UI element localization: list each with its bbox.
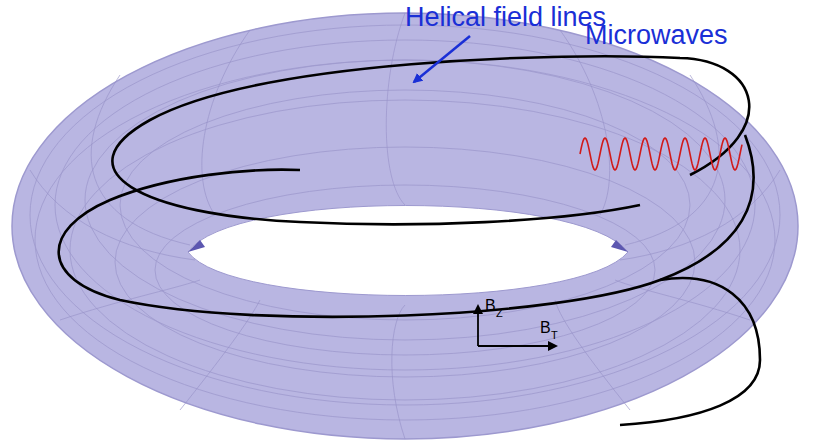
callout-label: Microwaves [585, 22, 728, 49]
vector-symbol: B [485, 298, 496, 314]
vector-subscript: T [551, 330, 558, 341]
callout-label: Helical field lines [405, 4, 606, 31]
vector-symbol: B [540, 320, 551, 336]
vector-subscript: Z [496, 308, 503, 319]
